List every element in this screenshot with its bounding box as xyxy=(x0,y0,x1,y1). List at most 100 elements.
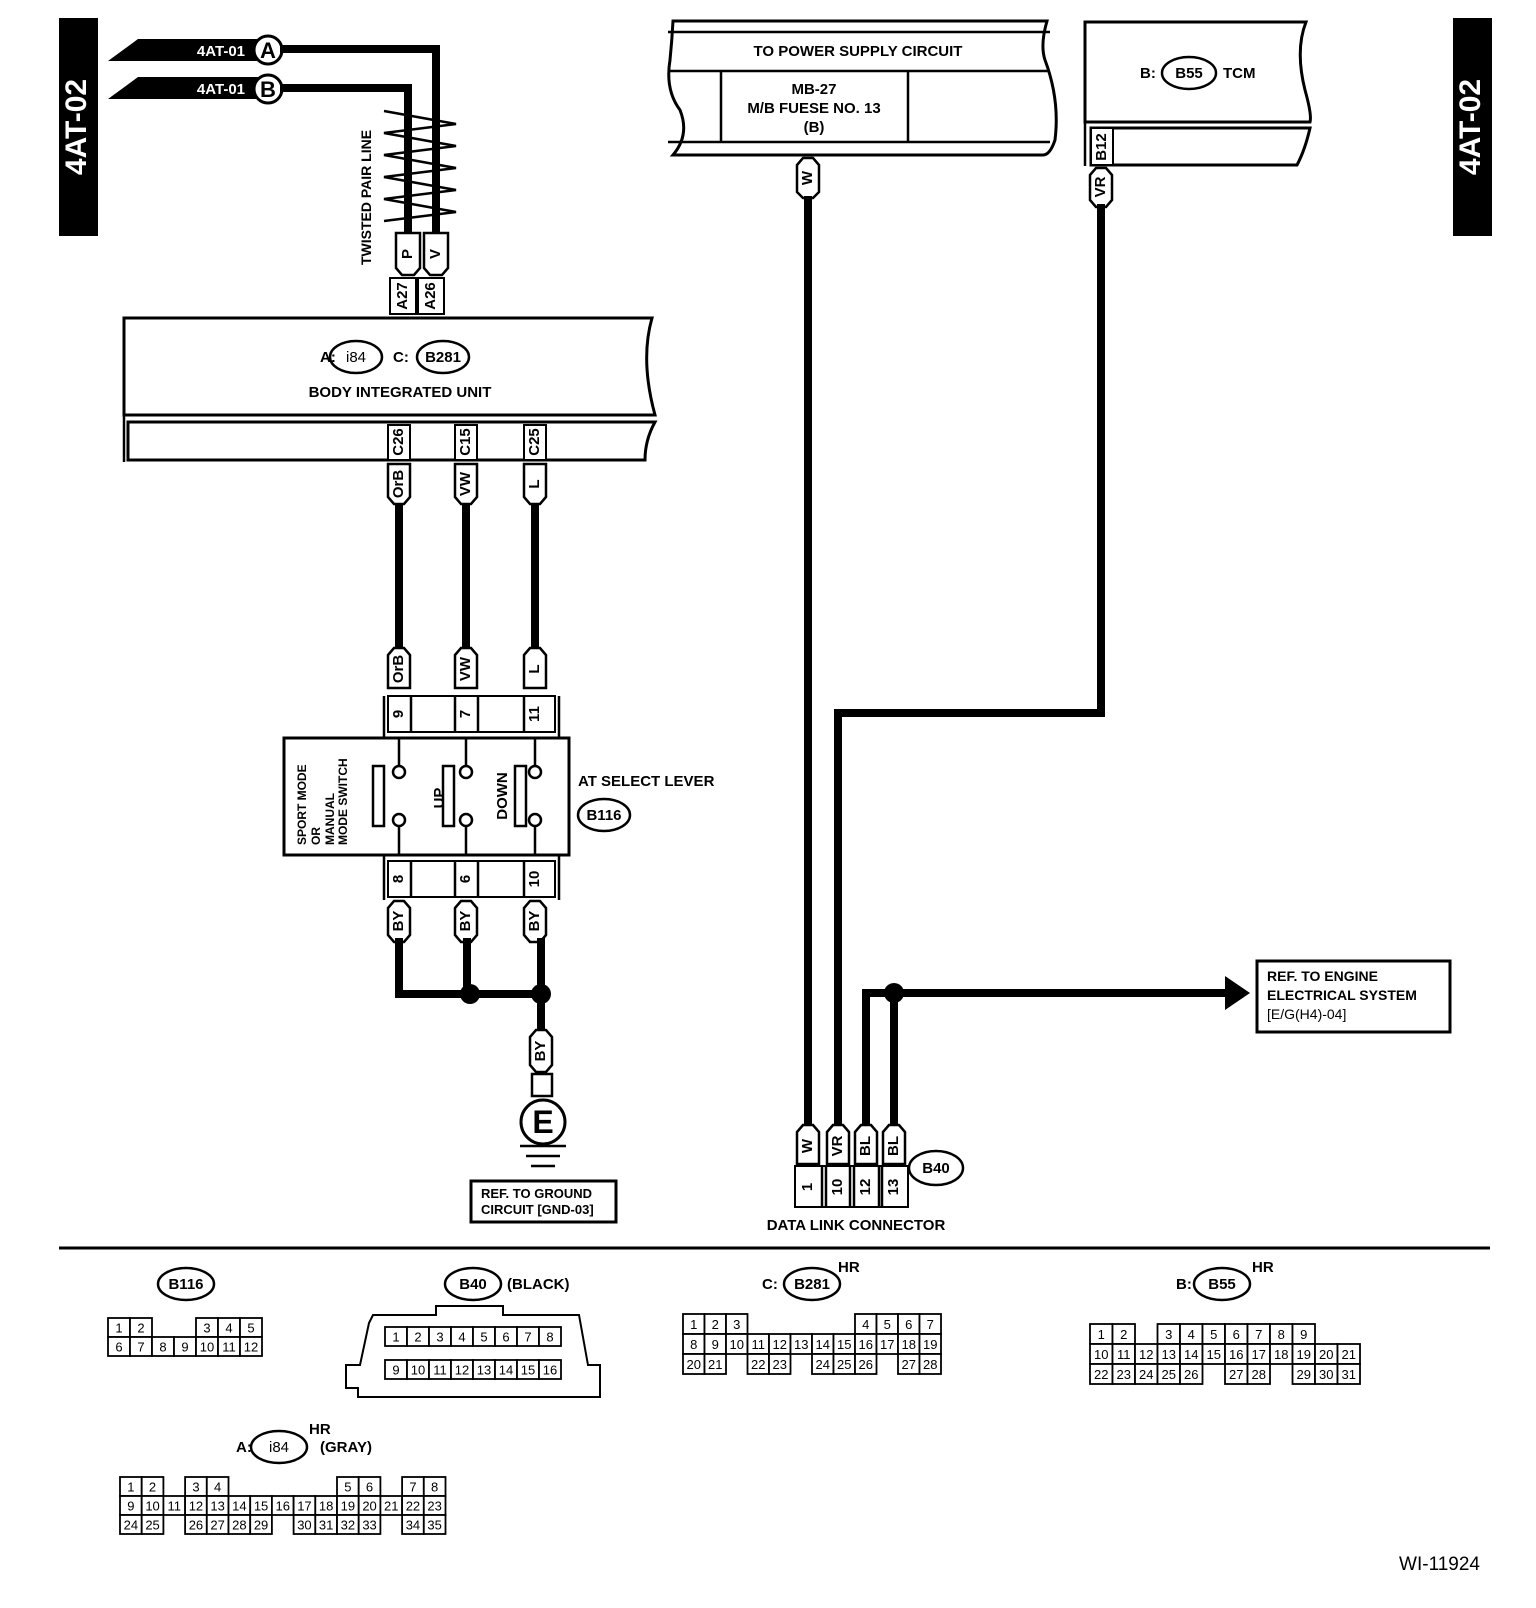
pin-number: 22 xyxy=(1094,1367,1108,1382)
pin-number: 7 xyxy=(927,1317,934,1332)
pin-number: 3 xyxy=(733,1317,740,1332)
svg-text:C15: C15 xyxy=(457,428,474,456)
connector-cell xyxy=(249,1514,273,1535)
pin-number: 11 xyxy=(168,1499,182,1514)
pin-number: 4 xyxy=(214,1480,221,1495)
pin-number: 19 xyxy=(341,1499,355,1514)
svg-text:HR: HR xyxy=(838,1259,860,1276)
pin-number: 10 xyxy=(145,1499,159,1514)
pin-number: 8 xyxy=(1278,1327,1285,1342)
svg-text:REF. TO ENGINE: REF. TO ENGINE xyxy=(1267,968,1378,984)
svg-text:SPORT MODE: SPORT MODE xyxy=(295,764,309,845)
pin-number: 9 xyxy=(392,1363,399,1378)
pin-number: 12 xyxy=(773,1337,787,1352)
svg-text:B116: B116 xyxy=(168,1276,203,1293)
pin-number: 31 xyxy=(1342,1367,1356,1382)
pin-number: 31 xyxy=(319,1518,333,1533)
pin-number: 35 xyxy=(427,1518,441,1533)
svg-text:B55: B55 xyxy=(1208,1276,1236,1293)
connector-cell xyxy=(768,1353,792,1375)
pin-number: 20 xyxy=(1319,1347,1333,1362)
svg-text:M/B FUESE NO. 13: M/B FUESE NO. 13 xyxy=(747,100,880,117)
select-lever-connector-id: B116 xyxy=(576,797,632,833)
pin-number: 27 xyxy=(210,1518,224,1533)
svg-text:(B): (B) xyxy=(804,119,825,136)
pin-number: 28 xyxy=(923,1357,937,1372)
pin-number: 2 xyxy=(137,1321,144,1336)
pin-a26: A26 xyxy=(417,277,445,315)
svg-text:B: B xyxy=(260,77,276,102)
pin-number: 12 xyxy=(1139,1347,1153,1362)
svg-text:4AT-01: 4AT-01 xyxy=(197,81,245,98)
data-link-connector-id: B40 xyxy=(907,1149,965,1187)
svg-text:MODE SWITCH: MODE SWITCH xyxy=(336,758,350,845)
svg-text:(GRAY): (GRAY) xyxy=(320,1439,372,1456)
svg-text:MANUAL: MANUAL xyxy=(323,793,337,845)
ground-ref-box[interactable]: REF. TO GROUND CIRCUIT [GND-03] xyxy=(469,1179,618,1224)
pin-number: 10 xyxy=(1094,1347,1108,1362)
pin-number: 9 xyxy=(1300,1327,1307,1342)
svg-text:W: W xyxy=(799,1138,816,1153)
svg-text:VW: VW xyxy=(457,471,474,496)
svg-text:B281: B281 xyxy=(425,349,461,366)
connector-cell xyxy=(703,1353,727,1375)
svg-text:7: 7 xyxy=(457,710,474,718)
svg-text:W: W xyxy=(799,170,816,185)
pin-number: 26 xyxy=(859,1357,873,1372)
pin-number: 30 xyxy=(297,1518,311,1533)
svg-text:A:: A: xyxy=(236,1439,252,1456)
pin-number: 32 xyxy=(341,1518,355,1533)
wire-vr xyxy=(834,204,1105,1126)
select-lever-switch[interactable]: SPORT MODE OR MANUAL MODE SWITCH UP DOWN xyxy=(282,736,571,857)
pin-number: 1 xyxy=(1098,1327,1105,1342)
svg-text:4AT-01: 4AT-01 xyxy=(197,43,245,60)
pin-number: 18 xyxy=(319,1499,333,1514)
svg-text:B:: B: xyxy=(1176,1276,1192,1293)
pin-number: 9 xyxy=(127,1499,134,1514)
page-ref-a[interactable]: 4AT-01 A xyxy=(108,34,284,66)
svg-text:C:: C: xyxy=(762,1276,778,1293)
tcm-block[interactable]: B: B55 TCM B12 xyxy=(1083,20,1312,167)
select-lever-bottom-pins: 8 6 10 xyxy=(382,855,561,900)
page-ref-b[interactable]: 4AT-01 B xyxy=(108,73,284,105)
wire-tag-w-top: W xyxy=(795,156,821,200)
svg-text:4AT-02: 4AT-02 xyxy=(1454,79,1487,175)
wire-tag-by-3: BY xyxy=(522,899,548,944)
pin-number: 7 xyxy=(137,1340,144,1355)
figure-id: WI-11924 xyxy=(1399,1554,1480,1575)
svg-text:DOWN: DOWN xyxy=(494,772,511,820)
pin-number: 5 xyxy=(480,1330,487,1345)
svg-text:B:: B: xyxy=(1140,65,1156,82)
connector-cell xyxy=(538,1359,562,1380)
connector-cell xyxy=(422,1514,447,1535)
pin-number: 26 xyxy=(1184,1367,1198,1382)
svg-text:C:: C: xyxy=(393,349,409,366)
arrow-icon xyxy=(1225,976,1250,1010)
pin-number: 29 xyxy=(254,1518,268,1533)
pin-number: 10 xyxy=(200,1340,214,1355)
pin-number: 1 xyxy=(690,1317,697,1332)
engine-ref-box[interactable]: REF. TO ENGINE ELECTRICAL SYSTEM [E/G(H4… xyxy=(1255,959,1452,1034)
pin-number: 9 xyxy=(181,1340,188,1355)
wire-tag-by-2: BY xyxy=(453,899,479,944)
pin-number: 8 xyxy=(690,1337,697,1352)
pin-number: 3 xyxy=(203,1321,210,1336)
power-supply-block[interactable]: TO POWER SUPPLY CIRCUIT MB-27 M/B FUESE … xyxy=(667,19,1058,157)
pin-number: 11 xyxy=(752,1337,766,1352)
svg-text:VW: VW xyxy=(457,656,474,681)
svg-text:(BLACK): (BLACK) xyxy=(507,1276,569,1293)
svg-text:C25: C25 xyxy=(526,428,543,456)
pin-number: 15 xyxy=(837,1337,851,1352)
select-lever-top-pins: 9 7 11 xyxy=(382,695,561,738)
wire-tag-vr-top: VR xyxy=(1088,166,1114,209)
svg-text:8: 8 xyxy=(390,875,407,883)
pin-number: 21 xyxy=(1342,1347,1356,1362)
pin-number: 21 xyxy=(384,1499,398,1514)
data-link-title: DATA LINK CONNECTOR xyxy=(767,1217,946,1234)
svg-text:OrB: OrB xyxy=(390,655,407,684)
svg-text:E: E xyxy=(532,1104,553,1140)
pin-number: 34 xyxy=(406,1518,420,1533)
